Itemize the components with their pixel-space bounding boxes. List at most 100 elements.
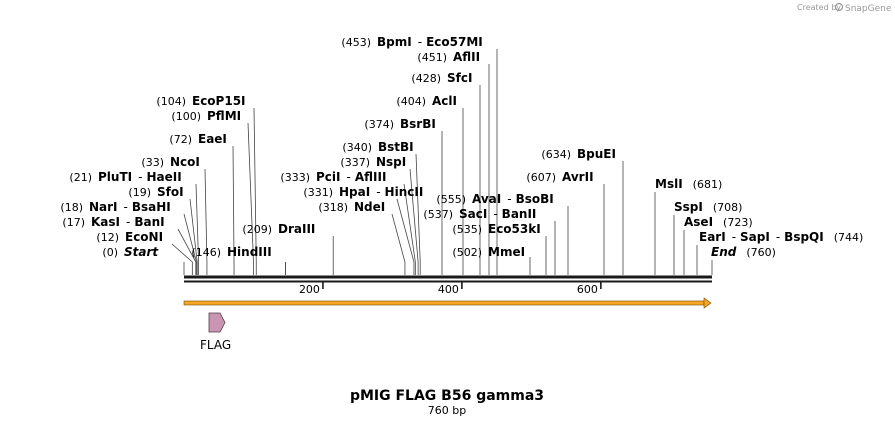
cut-site-label[interactable]: (33)NcoI: [141, 155, 199, 169]
enzyme-name: AvrII: [562, 170, 594, 184]
cut-site-position: (708): [713, 201, 743, 214]
cut-site-leader: [177, 228, 197, 275]
cut-site-leader: [171, 243, 193, 275]
cut-site-label[interactable]: SspI (708): [674, 200, 742, 214]
enzyme-separator: -: [347, 170, 351, 184]
cut-site-position: (453): [341, 36, 371, 49]
cut-site-leader: [183, 213, 197, 275]
cut-site-leaders: [171, 49, 713, 275]
cut-site-position: (21): [69, 171, 92, 184]
cut-site-label[interactable]: (502)MmeI: [452, 245, 525, 259]
cut-site-label[interactable]: (209)DraIII: [242, 222, 315, 236]
feature-flag[interactable]: FLAG: [200, 312, 231, 352]
cut-site-leader: [403, 183, 416, 275]
enzyme-name: SspI: [674, 200, 703, 214]
cut-site-label[interactable]: (12)EcoNI: [96, 230, 163, 244]
cut-site-position: (100): [171, 110, 201, 123]
cut-site-label[interactable]: (72)EaeI: [169, 132, 227, 146]
enzyme-separator: -: [376, 185, 380, 199]
enzyme-name: BsrBI: [400, 117, 436, 131]
cut-site-label[interactable]: (337)NspI: [340, 155, 406, 169]
cut-site-label[interactable]: End(760): [711, 245, 776, 259]
enzyme-name: BspQI: [784, 230, 824, 244]
cut-site-label[interactable]: (104) EcoP15I: [156, 94, 245, 108]
cut-site-label[interactable]: (535)Eco53kI: [452, 222, 540, 236]
enzyme-name: BsoBI: [516, 192, 554, 206]
cut-site-position: (340): [342, 141, 372, 154]
cut-site-position: (318): [318, 201, 348, 214]
cut-site-position: (12): [96, 231, 119, 244]
cut-site-position: (634): [541, 148, 571, 161]
enzyme-separator: -: [418, 35, 422, 49]
enzyme-name: SfcI: [447, 71, 472, 85]
orf-arrowhead-icon: [703, 297, 712, 309]
cut-site-label[interactable]: (333)PciI-AflIII: [280, 170, 386, 184]
cut-site-label[interactable]: MslI(681): [655, 177, 722, 191]
enzyme-separator: -: [507, 192, 511, 206]
cut-site-label[interactable]: (19)SfoI: [128, 185, 183, 199]
tick-label: 400: [438, 283, 459, 296]
enzyme-name: KasI: [91, 215, 120, 229]
cut-site-label[interactable]: (0) Start: [102, 245, 159, 259]
cut-site-label[interactable]: (17)KasI-BanI: [62, 215, 164, 229]
cut-site-label[interactable]: AseI(723): [684, 215, 753, 229]
cut-site-position: (0): [102, 246, 118, 259]
cut-site-label[interactable]: EarI-SapI-BspQI(744): [699, 230, 863, 244]
cut-site-label[interactable]: (331)HpaI-HincII: [303, 185, 423, 199]
enzyme-name: End: [711, 245, 737, 259]
cut-site-label[interactable]: (18)NarI-BsaHI: [60, 200, 170, 214]
cut-site-position: (404): [396, 95, 426, 108]
enzyme-name: DraIII: [278, 222, 315, 236]
cut-site-leader: [189, 198, 198, 275]
enzyme-name: SacI: [459, 207, 487, 221]
cut-site-label[interactable]: (21)PluTI-HaeII: [69, 170, 181, 184]
snapgene-logo-icon: [834, 2, 844, 12]
enzyme-name: EcoP15I: [192, 94, 246, 108]
feature-flag-label: FLAG: [200, 338, 231, 352]
cut-site-label[interactable]: (146)HindIII: [191, 245, 271, 259]
orf-bar: [183, 300, 705, 306]
cut-site-label[interactable]: (453)BpmI-Eco57MI: [341, 35, 482, 49]
backbone: [184, 275, 712, 283]
cut-site-label[interactable]: (634) BpuEI: [541, 147, 616, 161]
cut-site-label[interactable]: (555)AvaI-BsoBI: [436, 192, 553, 206]
cut-site-leader: [391, 213, 406, 275]
enzyme-name: BsaHI: [132, 200, 171, 214]
cut-site-label[interactable]: (451)AflII: [417, 50, 480, 64]
enzyme-name: MslI: [655, 177, 683, 191]
cut-site-position: (33): [141, 156, 164, 169]
enzyme-name: HindIII: [227, 245, 272, 259]
cut-site-position: (333): [280, 171, 310, 184]
cut-site-label[interactable]: (404)AclI: [396, 94, 457, 108]
cut-site-label[interactable]: (607)AvrII: [526, 170, 593, 184]
enzyme-separator: -: [126, 215, 130, 229]
enzyme-separator: -: [732, 230, 736, 244]
cut-site-label[interactable]: (340)BstBI: [342, 140, 413, 154]
cut-site-position: (537): [423, 208, 453, 221]
cut-site-position: (104): [156, 95, 186, 108]
enzyme-name: HincII: [385, 185, 424, 199]
cut-site-position: (502): [452, 246, 482, 259]
orf-arrow[interactable]: [183, 297, 712, 309]
cut-site-leader: [253, 107, 257, 275]
cut-site-position: (555): [436, 193, 466, 206]
flag-arrow-icon: [208, 312, 226, 333]
cut-site-label[interactable]: (100) PflMI: [171, 109, 241, 123]
tick-label: 600: [577, 283, 598, 296]
enzyme-name: PluTI: [98, 170, 132, 184]
cut-site-position: (535): [452, 223, 482, 236]
enzyme-name: BpuEI: [577, 147, 616, 161]
enzyme-name: NspI: [376, 155, 406, 169]
credit-brand: SnapGene: [845, 4, 892, 14]
enzyme-name: Start: [124, 245, 159, 259]
cut-site-label[interactable]: (318) NdeI: [318, 200, 385, 214]
credit-prefix: Created by: [797, 3, 841, 12]
enzyme-name: PflMI: [207, 109, 241, 123]
cut-site-position: (451): [417, 51, 447, 64]
cut-site-label[interactable]: (537)SacI-BanII: [423, 207, 536, 221]
enzyme-name: NdeI: [354, 200, 385, 214]
cut-site-label[interactable]: (374)BsrBI: [364, 117, 435, 131]
cut-site-position: (19): [128, 186, 151, 199]
cut-site-label[interactable]: (428)SfcI: [411, 71, 472, 85]
